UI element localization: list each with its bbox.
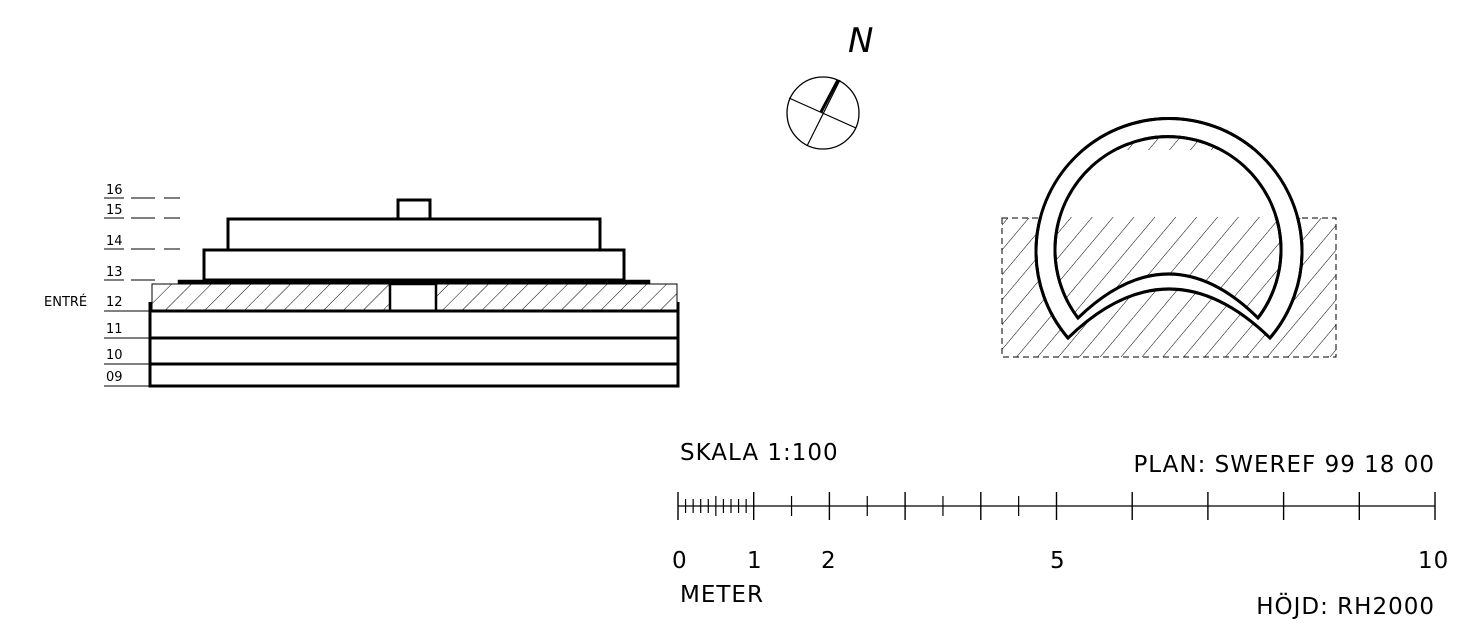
roof-box	[396, 198, 432, 221]
compass-circle	[786, 76, 860, 150]
compass-needle-north	[819, 79, 840, 113]
scale-text: SKALA 1:100	[680, 440, 839, 466]
level-markers: 16 15 14 13 ENTRÉ 12 11 10 09	[44, 183, 180, 387]
entrance-door	[388, 282, 438, 313]
scale-tick-label-1: 1	[747, 548, 763, 574]
floor-15	[226, 217, 602, 252]
compass: N	[786, 21, 873, 150]
plan-reference-text: PLAN: SWEREF 99 18 00	[1133, 452, 1435, 478]
level-13-label: 13	[106, 265, 123, 280]
level-15-label: 15	[106, 203, 123, 218]
plan-drawing	[1001, 116, 1337, 358]
scale-bar: SKALA 1:100 0 1 2 5 10 METER	[672, 440, 1449, 608]
unit-text: METER	[680, 582, 764, 608]
level-11-label: 11	[106, 322, 123, 337]
level-14-label: 14	[106, 234, 123, 249]
base-floors	[148, 309, 680, 388]
compass-needle	[806, 79, 841, 147]
level-12-label: 12	[106, 295, 123, 310]
level-09-label: 09	[106, 370, 123, 385]
floor-13-slab	[177, 279, 651, 285]
plan-inner-arc	[1053, 135, 1283, 319]
entry-label: ENTRÉ	[44, 294, 87, 310]
scale-tick-label-10: 10	[1418, 548, 1449, 574]
scale-ticks	[677, 492, 1436, 520]
reference-systems: PLAN: SWEREF 99 18 00 HÖJD: RH2000	[1133, 452, 1435, 620]
scale-tick-label-5: 5	[1050, 548, 1066, 574]
plan-outer-arc	[1034, 116, 1304, 339]
section-drawing: 16 15 14 13 ENTRÉ 12 11 10 09	[44, 183, 680, 388]
scale-tick-label-0: 0	[672, 548, 688, 574]
height-reference-text: HÖJD: RH2000	[1256, 592, 1435, 620]
scale-tick-label-2: 2	[821, 548, 837, 574]
level-10-label: 10	[106, 348, 123, 363]
floor-14	[202, 248, 626, 282]
compass-cross-line	[788, 97, 857, 129]
north-label: N	[848, 21, 873, 61]
level-16-label: 16	[106, 183, 123, 198]
plan-mask-top	[1003, 150, 1335, 217]
